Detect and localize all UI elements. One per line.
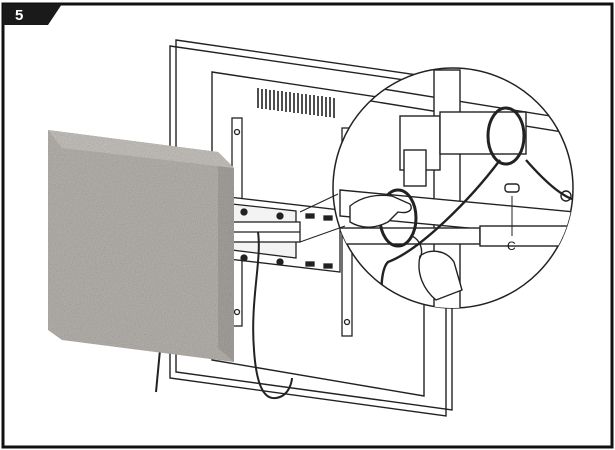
step-number: 5: [15, 7, 23, 24]
cable-main: [252, 231, 293, 400]
wall-bracket: [217, 195, 341, 273]
cable-left: [155, 349, 161, 393]
detail-magnifier: [299, 67, 574, 309]
vent-grille: [257, 88, 335, 118]
callout-c-label: C: [507, 239, 516, 253]
step-badge: 5: [3, 4, 62, 25]
wall-section: [48, 130, 234, 362]
callout-c: C: [507, 196, 516, 253]
